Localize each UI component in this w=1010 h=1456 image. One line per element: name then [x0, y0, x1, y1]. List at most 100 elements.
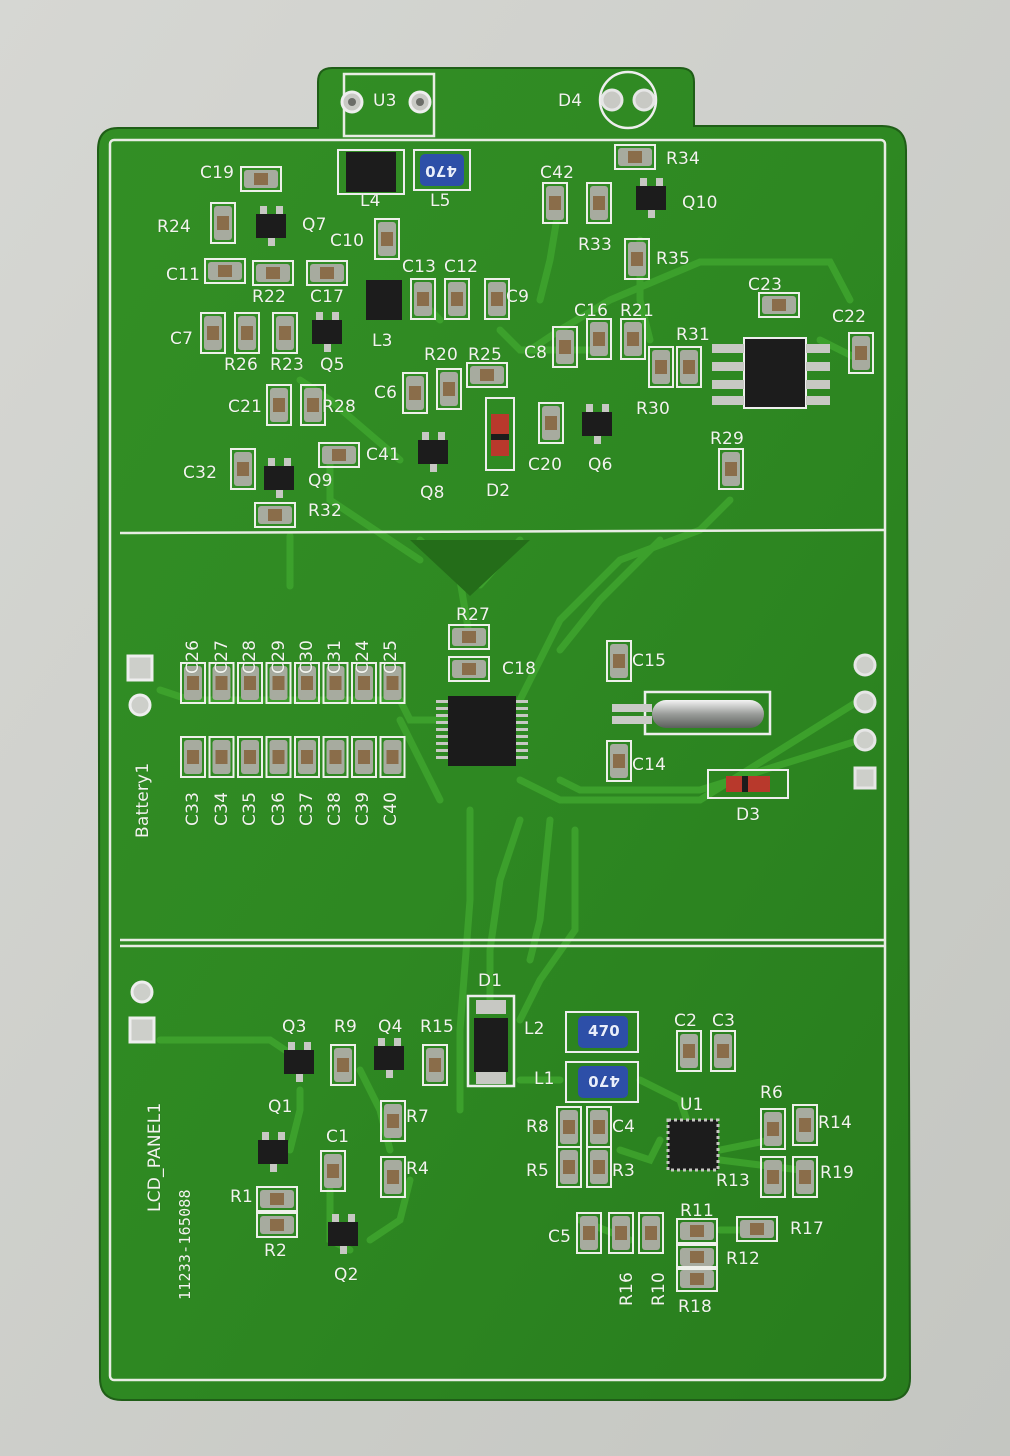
- smd-chip: [379, 662, 406, 704]
- silkscreen-label-r25: R25: [468, 345, 503, 365]
- smd-chip: [234, 312, 260, 354]
- smd-chip: [272, 312, 298, 354]
- smd-chip: [436, 368, 462, 410]
- crystal-oscillator: [612, 690, 772, 736]
- smd-chip: [586, 1106, 612, 1148]
- smd-chip: [848, 332, 874, 374]
- smd-chip: [200, 312, 226, 354]
- silkscreen-label-c2: C2: [674, 1011, 698, 1031]
- smd-chip: [542, 182, 568, 224]
- smd-chip: [676, 1244, 718, 1270]
- silkscreen-label-c11: C11: [166, 265, 201, 285]
- sot-transistor: [258, 1132, 288, 1172]
- smd-chip: [576, 1212, 602, 1254]
- silkscreen-label-r3: R3: [612, 1161, 636, 1181]
- smd-chip: [718, 448, 744, 490]
- smd-chip: [380, 1100, 406, 1142]
- smd-chip: [208, 736, 235, 778]
- smd-chip: [624, 238, 650, 280]
- smd-chip: [586, 182, 612, 224]
- smd-chip: [676, 1030, 702, 1072]
- smd-chip: [351, 736, 377, 778]
- silkscreen-label-c34: C34: [212, 791, 232, 826]
- silkscreen-label-q4: Q4: [378, 1017, 403, 1037]
- silkscreen-label-r24: R24: [157, 217, 192, 237]
- silkscreen-label-r20: R20: [424, 345, 459, 365]
- smd-chip: [306, 260, 348, 286]
- silkscreen-label-c19: C19: [200, 163, 235, 183]
- silkscreen-label-l3: L3: [372, 331, 393, 351]
- silkscreen-label-c22: C22: [832, 307, 867, 327]
- silkscreen-label-r28: R28: [322, 397, 357, 417]
- silkscreen-label-c13: C13: [402, 257, 437, 277]
- sot-transistor: [582, 404, 612, 444]
- silkscreen-label-r23: R23: [270, 355, 305, 375]
- silkscreen-label-r22: R22: [252, 287, 287, 307]
- silkscreen-label-c7: C7: [170, 329, 194, 349]
- smd-chip: [614, 144, 656, 170]
- silkscreen-label-r12: R12: [726, 1249, 761, 1269]
- sot-transistor: [418, 432, 448, 472]
- blue-inductors: [413, 149, 639, 1103]
- sot-transistor: [264, 458, 294, 498]
- smd-chip: [380, 1156, 406, 1198]
- smd-chip: [240, 166, 282, 192]
- smd-chip: [256, 1212, 298, 1238]
- silkscreen-label-r11: R11: [680, 1201, 715, 1221]
- silkscreen-label-q6: Q6: [588, 455, 613, 475]
- silkscreen-label-l5-marking: 470: [425, 162, 457, 180]
- silkscreen-label-r18: R18: [678, 1297, 713, 1317]
- smd-chip: [676, 346, 702, 388]
- silkscreen-label-l2-marking: 470: [588, 1022, 620, 1040]
- smd-chip: [792, 1156, 818, 1198]
- smd-chip: [237, 736, 263, 778]
- silkscreen-label-r4: R4: [406, 1159, 430, 1179]
- smd-chip: [237, 662, 263, 704]
- silkscreen-label-c23: C23: [748, 275, 783, 295]
- silkscreen-label-q10: Q10: [682, 193, 718, 213]
- silkscreen-label-r15: R15: [420, 1017, 455, 1037]
- smd-chip: [760, 1156, 786, 1198]
- smd-chip: [444, 278, 470, 320]
- silkscreen-label-c29: C29: [269, 639, 289, 674]
- silkscreen-label-c24: C24: [353, 639, 373, 674]
- silkscreen-label-c9: C9: [506, 287, 530, 307]
- silkscreen-label-c15: C15: [632, 651, 667, 671]
- silkscreen-label-c18: C18: [502, 659, 537, 679]
- silkscreen-label-r29: R29: [710, 429, 745, 449]
- smd-chip: [422, 1044, 448, 1086]
- smd-chip: [556, 1146, 582, 1188]
- silkscreen-label-l2: L2: [524, 1019, 545, 1039]
- smd-chip: [552, 326, 578, 368]
- silkscreen-label-l4: L4: [360, 191, 381, 211]
- silkscreen-label-d3: D3: [736, 805, 761, 825]
- silkscreen-label-r9: R9: [334, 1017, 358, 1037]
- smd-chip: [620, 318, 646, 360]
- silkscreen-label-c27: C27: [212, 639, 232, 674]
- smd-chip: [294, 662, 320, 704]
- silkscreen-label-c33: C33: [183, 791, 203, 826]
- smd-chip: [402, 372, 428, 414]
- smd-chip: [648, 346, 674, 388]
- silkscreen-label-r31: R31: [676, 325, 711, 345]
- smd-chip: [180, 662, 206, 704]
- silkscreen-label-r21: R21: [620, 301, 655, 321]
- silkscreen-label-c17: C17: [310, 287, 345, 307]
- silkscreen-label-r33: R33: [578, 235, 613, 255]
- smd-chip: [638, 1212, 664, 1254]
- silkscreen-label-q5: Q5: [320, 355, 345, 375]
- silkscreen-label-c32: C32: [183, 463, 218, 483]
- silkscreen-label-q8: Q8: [420, 483, 445, 503]
- silkscreen-label-c26: C26: [183, 639, 203, 674]
- silkscreen-label-r1: R1: [230, 1187, 254, 1207]
- silkscreen-label-r8: R8: [526, 1117, 550, 1137]
- smd-chip: [252, 260, 294, 286]
- silkscreen-label-q3: Q3: [282, 1017, 307, 1037]
- through-holes: [340, 70, 658, 130]
- silkscreen-label-c28: C28: [240, 639, 260, 674]
- silkscreen-label-c38: C38: [325, 791, 345, 826]
- silkscreen-label-c14: C14: [632, 755, 667, 775]
- smd-chip: [448, 624, 490, 650]
- silkscreen-label-r34: R34: [666, 149, 701, 169]
